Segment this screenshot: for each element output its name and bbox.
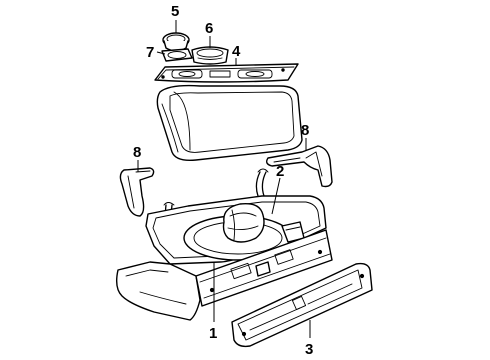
part-8-right-bracket xyxy=(265,145,333,188)
leader-7 xyxy=(156,51,166,55)
callout-labels: 5 6 7 4 8 8 2 1 3 xyxy=(133,3,313,358)
callout-4: 4 xyxy=(232,43,241,60)
part-4-shelf-panel xyxy=(154,63,299,83)
leader-lines xyxy=(137,20,311,338)
callout-7: 7 xyxy=(146,44,154,61)
part-7-grommet xyxy=(161,48,193,62)
callout-8-left: 8 xyxy=(133,144,141,161)
part-3-rear-trim-panel xyxy=(231,262,373,348)
trunk-hinge-right xyxy=(255,168,269,197)
callout-6: 6 xyxy=(205,20,213,37)
callout-8-right: 8 xyxy=(301,122,309,139)
callout-3: 3 xyxy=(305,341,313,358)
callout-2: 2 xyxy=(276,163,284,180)
callout-5: 5 xyxy=(171,3,179,20)
leader-2 xyxy=(271,177,281,215)
part-8-left-bracket xyxy=(119,167,155,217)
trunk-body xyxy=(115,195,333,321)
part-6-housing xyxy=(191,46,229,65)
rear-seat-back xyxy=(156,84,303,162)
callout-1: 1 xyxy=(209,325,217,342)
part-5-cap xyxy=(162,32,190,52)
